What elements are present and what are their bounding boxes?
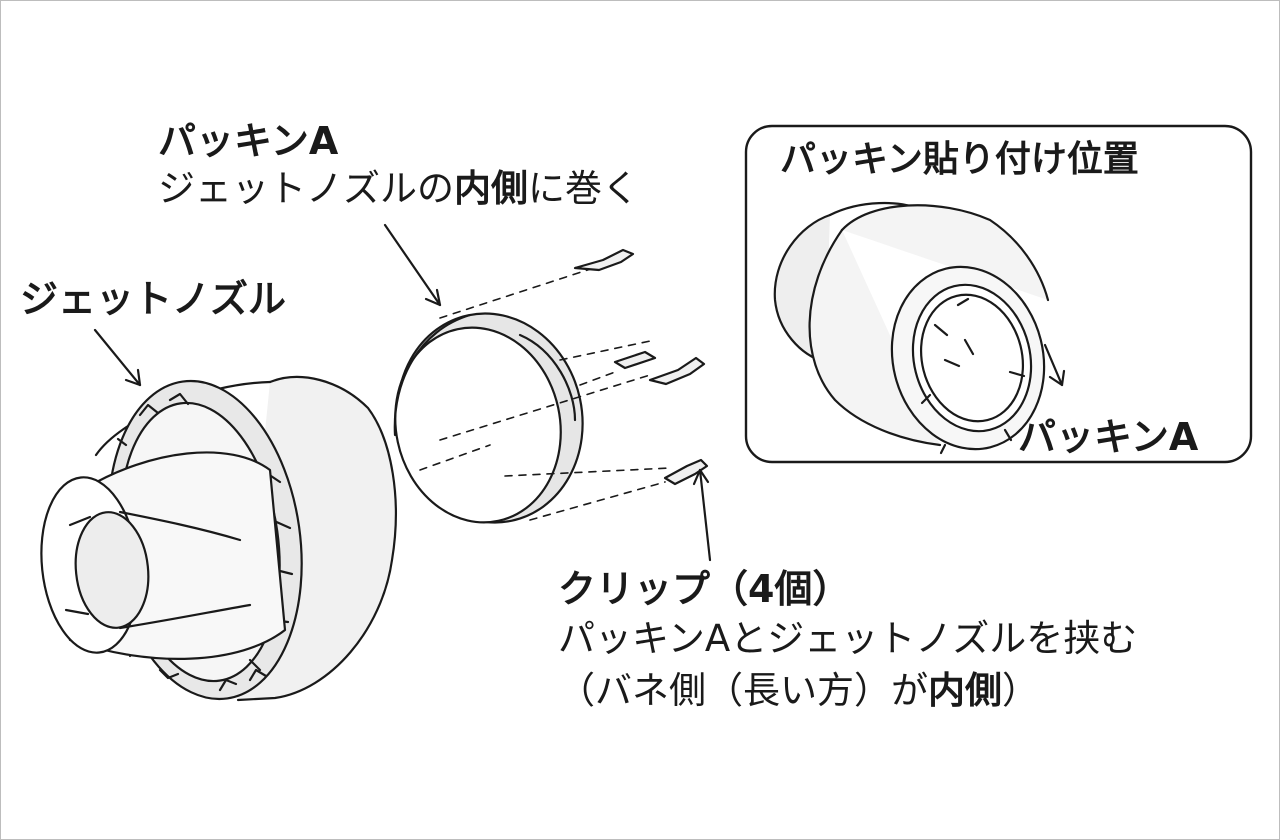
clip-description-line2: （バネ側（長い方）が内側）: [558, 672, 1039, 709]
leader-arrows: [93, 223, 712, 562]
clip-title: クリップ（4個）: [558, 567, 851, 611]
packing-a-desc-bold: 内側: [454, 167, 528, 210]
guide-lines: [419, 261, 671, 521]
clip-description-line1: パッキンAとジェットノズルを挟む: [558, 617, 1138, 660]
jet-nozzle-drawing: [40, 375, 397, 702]
clip-desc2-pre: （バネ側（長い方）が: [558, 669, 928, 712]
clip-desc2-post: ）: [1002, 669, 1039, 712]
packing-a-desc-post: に巻く: [528, 167, 639, 210]
packing-a-title: パッキンA: [158, 119, 339, 163]
clip-desc2-bold: 内側: [928, 669, 1002, 712]
jet-nozzle-label: ジェットノズル: [20, 277, 287, 321]
inset-nozzle-drawing: [773, 202, 1066, 455]
packing-a-ring-drawing: [393, 312, 584, 524]
inset-packing-a-label: パッキンA: [1018, 415, 1199, 459]
packing-a-desc-pre: ジェットノズルの: [158, 167, 454, 210]
packing-a-description: ジェットノズルの内側に巻く: [158, 170, 639, 207]
clip-drawings: [573, 248, 709, 486]
inset-title: パッキン貼り付け位置: [780, 139, 1139, 180]
